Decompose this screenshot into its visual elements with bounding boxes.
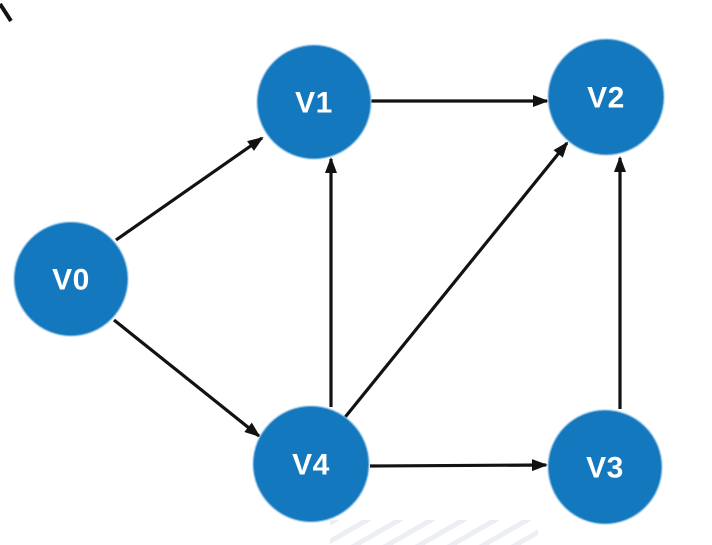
node-v4-label: V4: [292, 449, 330, 482]
node-v0-label: V0: [52, 264, 90, 297]
node-v2-label: V2: [587, 82, 625, 115]
corner-mark: [0, 2, 13, 23]
edge-v4-to-v3: [369, 459, 548, 472]
node-v0: V0: [13, 221, 129, 337]
edge-v0-to-v4: [113, 318, 261, 438]
node-v2-circle: [547, 38, 665, 156]
node-v3: V3: [547, 409, 663, 525]
node-v4: V4: [252, 405, 370, 523]
node-v4-circle: [252, 405, 370, 523]
node-v0-circle: [13, 221, 129, 337]
edge-v4-to-v2: [340, 141, 569, 423]
node-v1-circle: [256, 44, 372, 160]
node-v3-circle: [547, 409, 663, 525]
node-v2: V2: [547, 38, 665, 156]
node-v1-label: V1: [295, 87, 333, 120]
edge-v0-to-v1: [115, 136, 264, 242]
node-v3-label: V3: [586, 452, 624, 485]
node-v1: V1: [256, 44, 372, 160]
